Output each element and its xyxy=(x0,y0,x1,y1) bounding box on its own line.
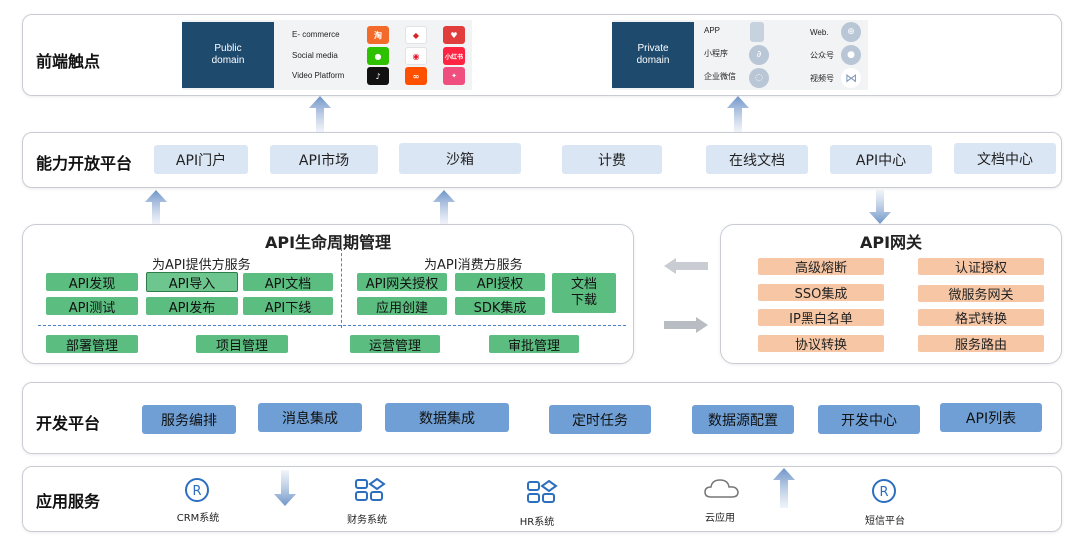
deploy-management-item[interactable]: 部署管理 xyxy=(46,335,138,354)
operation-management-item[interactable]: 运营管理 xyxy=(350,335,440,354)
service-routing-item[interactable]: 服务路由 xyxy=(918,335,1044,353)
modules-icon xyxy=(355,478,386,501)
official-account-icon: ● xyxy=(841,45,861,65)
app-create-item[interactable]: 应用创建 xyxy=(357,297,447,316)
mobile-phone-icon xyxy=(750,22,764,42)
sdk-integration-item[interactable]: SDK集成 xyxy=(455,297,545,316)
mini-program-icon: ∂ xyxy=(749,45,769,65)
online-docs-item[interactable]: 在线文档 xyxy=(706,145,808,174)
wechat-icon: ● xyxy=(367,47,389,65)
up-arrow xyxy=(145,190,167,224)
sso-integration-item[interactable]: SSO集成 xyxy=(758,284,884,302)
private-channel-label: 视频号 xyxy=(810,74,834,83)
consumer-title: 为API消费方服务 xyxy=(424,258,523,273)
lifecycle-divider xyxy=(341,248,342,328)
lifecycle-title: API生命周期管理 xyxy=(264,233,392,252)
hr-system-label: HR系统 xyxy=(519,517,555,528)
sandbox-item[interactable]: 沙箱 xyxy=(399,143,521,174)
video-app-icon: ✦ xyxy=(443,67,465,85)
dev-row-title: 开发平台 xyxy=(36,414,101,433)
up-arrow xyxy=(433,190,455,224)
kuaishou-icon: ∞ xyxy=(405,67,427,85)
gateway-title: API网关 xyxy=(859,233,923,252)
up-arrow xyxy=(727,96,749,132)
auth-item[interactable]: 认证授权 xyxy=(918,258,1044,276)
api-list-item[interactable]: API列表 xyxy=(940,403,1042,432)
up-arrow xyxy=(773,468,795,508)
api-market-item[interactable]: API市场 xyxy=(270,145,378,174)
pinduoduo-icon: ♥ xyxy=(443,26,465,44)
jd-icon: ◆ xyxy=(405,26,427,44)
down-arrow xyxy=(869,190,891,224)
dev-center-item[interactable]: 开发中心 xyxy=(818,405,920,434)
channel-label: Social media xyxy=(292,51,338,60)
up-arrow xyxy=(309,96,331,132)
modules-icon xyxy=(527,480,558,503)
scheduled-task-item[interactable]: 定时任务 xyxy=(549,405,651,434)
data-integration-item[interactable]: 数据集成 xyxy=(385,403,509,432)
registered-icon: R xyxy=(872,479,896,503)
enterprise-wechat-icon: ◌ xyxy=(749,68,769,88)
private-channel-label: Web. xyxy=(810,28,829,37)
apps-row-title: 应用服务 xyxy=(36,492,101,511)
doc-download-item[interactable]: 文档 下载 xyxy=(552,273,616,313)
service-orchestration-item[interactable]: 服务编排 xyxy=(142,405,236,434)
cloud-icon xyxy=(704,479,739,498)
provider-title: 为API提供方服务 xyxy=(152,258,251,273)
doc-center-item[interactable]: 文档中心 xyxy=(954,143,1056,174)
platform-row-title: 能力开放平台 xyxy=(36,154,133,173)
svg-text:R: R xyxy=(192,484,201,499)
douyin-icon: ♪ xyxy=(367,67,389,85)
project-management-item[interactable]: 项目管理 xyxy=(196,335,288,354)
api-auth-item[interactable]: API授权 xyxy=(455,273,545,292)
private-channel-label: APP xyxy=(704,26,721,35)
api-publish-item[interactable]: API发布 xyxy=(146,297,238,316)
microservice-gateway-item[interactable]: 微服务网关 xyxy=(918,285,1044,303)
datasource-config-item[interactable]: 数据源配置 xyxy=(692,405,794,434)
registered-icon: R xyxy=(185,478,209,502)
private-channel-label: 小程序 xyxy=(704,49,728,58)
channel-label: Video Platform xyxy=(292,71,345,80)
cloud-app-label: 云应用 xyxy=(705,513,735,524)
public-domain-label: Public domain xyxy=(182,22,274,88)
billing-item[interactable]: 计费 xyxy=(562,145,662,174)
svg-text:R: R xyxy=(879,485,888,500)
advanced-circuit-breaker-item[interactable]: 高级熔断 xyxy=(758,258,884,276)
private-channel-label: 企业微信 xyxy=(704,72,736,81)
globe-icon: ⊕ xyxy=(841,22,861,42)
api-doc-item[interactable]: API文档 xyxy=(243,273,333,292)
left-arrow xyxy=(664,258,708,274)
api-import-item[interactable]: API导入 xyxy=(146,272,238,292)
protocol-conversion-item[interactable]: 协议转换 xyxy=(758,335,884,353)
api-portal-item[interactable]: API门户 xyxy=(154,145,248,174)
api-offline-item[interactable]: API下线 xyxy=(243,297,333,316)
taobao-icon: 淘 xyxy=(367,26,389,44)
weibo-icon: ◉ xyxy=(405,47,427,65)
frontend-row-title: 前端触点 xyxy=(36,52,101,71)
api-center-item[interactable]: API中心 xyxy=(830,145,932,174)
crm-system-label: CRM系统 xyxy=(176,513,220,524)
api-test-item[interactable]: API测试 xyxy=(46,297,138,316)
format-conversion-item[interactable]: 格式转换 xyxy=(918,309,1044,327)
down-arrow xyxy=(274,470,296,506)
api-gateway-auth-item[interactable]: API网关授权 xyxy=(357,273,447,292)
approval-management-item[interactable]: 审批管理 xyxy=(489,335,579,354)
sms-platform-label: 短信平台 xyxy=(865,516,905,527)
message-integration-item[interactable]: 消息集成 xyxy=(258,403,362,432)
private-channel-label: 公众号 xyxy=(810,51,834,60)
api-discover-item[interactable]: API发现 xyxy=(46,273,138,292)
video-channel-icon: ⋈ xyxy=(841,68,861,88)
ip-whitelist-item[interactable]: IP黑白名单 xyxy=(758,309,884,327)
right-arrow xyxy=(664,317,708,333)
finance-system-label: 财务系统 xyxy=(347,515,387,526)
lifecycle-divider xyxy=(38,325,626,326)
xiaohongshu-icon: 小红书 xyxy=(443,47,465,65)
private-domain-label: Private domain xyxy=(612,22,694,88)
channel-label: E- commerce xyxy=(292,30,340,39)
frontend-touchpoints-panel xyxy=(22,14,1062,96)
